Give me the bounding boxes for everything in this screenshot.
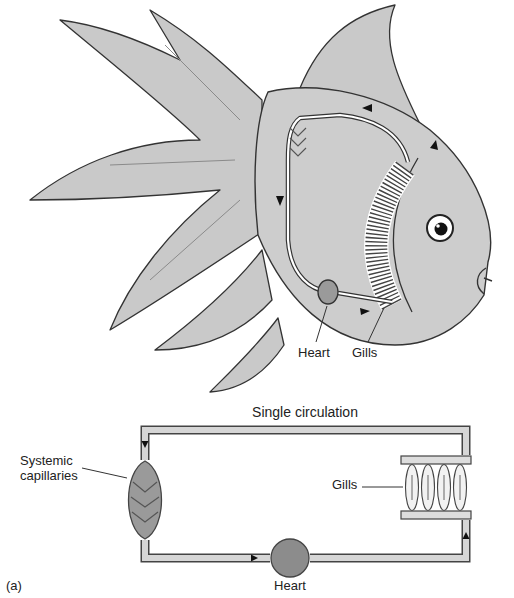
- capillary-bed: [290, 128, 306, 156]
- node-label: Systemic capillaries: [20, 454, 100, 484]
- capillary-node: Systemic capillaries: [123, 460, 167, 540]
- heart-circle: [271, 539, 309, 577]
- node-label: Heart: [250, 579, 330, 594]
- leader-line: [316, 306, 384, 342]
- circulation-vessel: [310, 520, 470, 558]
- gill-filaments: [376, 168, 405, 305]
- gill-filaments: [376, 168, 405, 305]
- gill-manifold: [401, 511, 471, 519]
- pupil: [435, 223, 448, 236]
- vessel-lumen: [310, 520, 466, 558]
- panel-letter: (a): [6, 579, 22, 594]
- gill-symbol: [398, 455, 474, 520]
- fish-body: [255, 88, 490, 345]
- gill-filament: [412, 475, 460, 500]
- tail-fin-ray: [110, 45, 240, 280]
- eye-highlight: [436, 224, 440, 228]
- node-label: Gills: [332, 478, 372, 493]
- vessel-wall: [310, 520, 466, 558]
- flow-arrow: [276, 104, 438, 315]
- flow-arrowhead: [251, 555, 258, 562]
- blood-vessel: [288, 115, 408, 302]
- heart-symbol: [270, 538, 310, 578]
- capillary-vein: [131, 482, 159, 522]
- blood-vessel: [288, 115, 408, 302]
- circulation-vessel: [145, 540, 270, 562]
- gill-manifold: [401, 456, 471, 464]
- part-label: Gills: [352, 346, 377, 361]
- gills-node: Gills: [398, 455, 474, 520]
- heart-node: Heart: [270, 538, 310, 578]
- eye: [427, 215, 453, 241]
- mouth: [477, 268, 492, 294]
- pelvic-fin: [210, 318, 284, 392]
- flow-arrowhead: [463, 532, 470, 539]
- diagram-title: Single circulation: [200, 404, 410, 420]
- capillary-symbol: [123, 460, 167, 540]
- part-label: Heart: [298, 346, 330, 361]
- fish-heart: [318, 280, 338, 304]
- capillary-outline: [129, 461, 162, 539]
- anal-fin: [155, 250, 272, 350]
- flow-arrowhead: [142, 441, 149, 448]
- tail-fin: [30, 10, 262, 330]
